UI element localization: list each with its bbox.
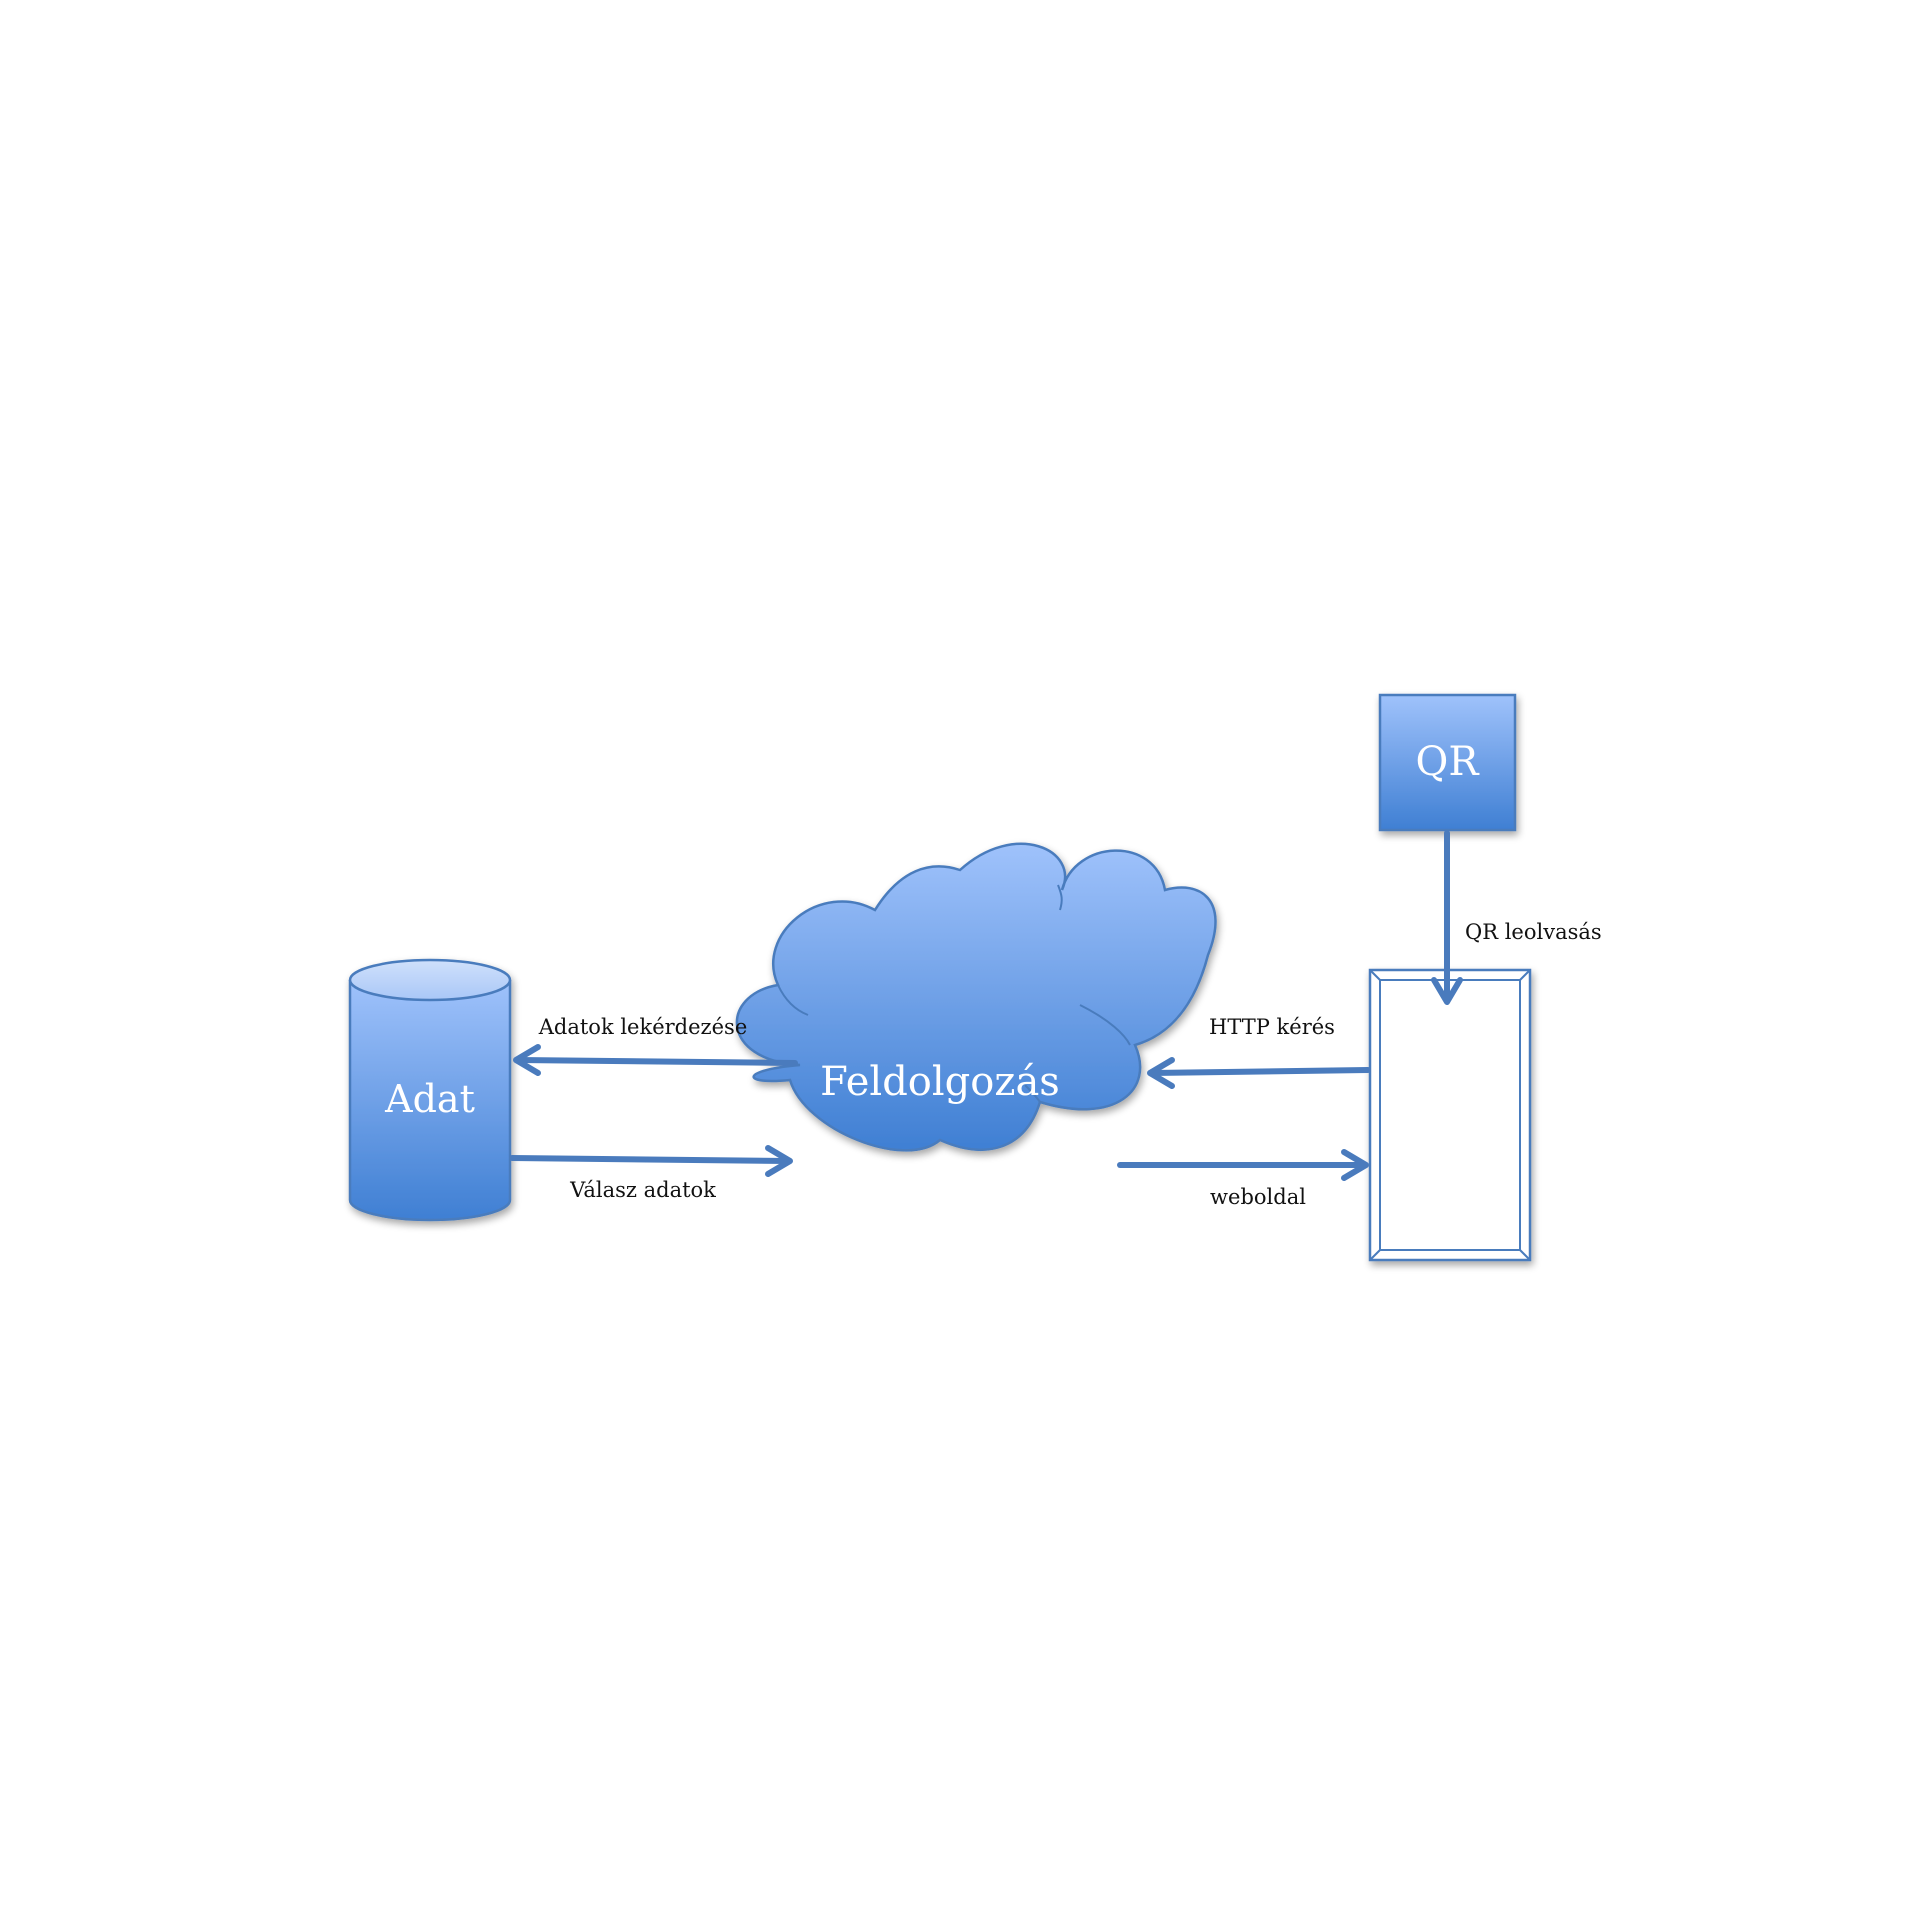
- cloud-label: Feldolgozás: [820, 1059, 1060, 1105]
- device-inner-frame: [1379, 979, 1521, 1251]
- device-node: [1368, 968, 1532, 1262]
- edge-label-qr-read: QR leolvasás: [1465, 920, 1602, 944]
- arrow-qr-read: [1431, 830, 1463, 1005]
- cloud-bump-line: [1079, 1004, 1131, 1046]
- qr-box: [1378, 693, 1517, 832]
- database-body: [348, 980, 512, 1222]
- edge-label-response: Válasz adatok: [569, 1178, 716, 1202]
- cloud-shape: [735, 842, 1217, 1152]
- device-bevel: [1369, 1249, 1381, 1261]
- arrow-webpage: [1117, 1149, 1369, 1181]
- database-top: [348, 958, 512, 1002]
- arrow-query: [513, 1044, 798, 1076]
- device-bevel: [1519, 969, 1531, 981]
- device-bevel: [1519, 1249, 1531, 1261]
- edge-label-http: HTTP kérés: [1209, 1015, 1335, 1039]
- qr-label: QR: [1416, 739, 1481, 785]
- cloud-bump-line: [1024, 1084, 1041, 1103]
- device-bevel: [1369, 969, 1381, 981]
- cloud-bump-line: [1057, 884, 1063, 911]
- cloud-bump-line: [777, 984, 809, 1016]
- cloud-node: [735, 842, 1217, 1152]
- arrow-http: [1147, 1057, 1371, 1089]
- arrow-response: [509, 1145, 793, 1177]
- edge-label-webpage: weboldal: [1210, 1185, 1306, 1209]
- database-node: [348, 958, 512, 1222]
- edge-label-query: Adatok lekérdezése: [538, 1015, 748, 1039]
- database-label: Adat: [384, 1077, 475, 1121]
- qr-node: [1378, 693, 1517, 832]
